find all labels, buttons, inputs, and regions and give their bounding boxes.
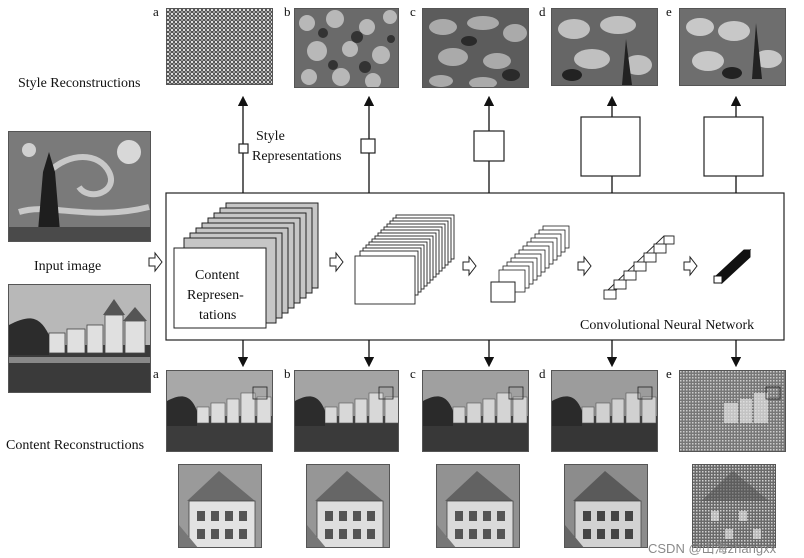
style-reconstruction-c xyxy=(422,8,529,88)
style-rep-e xyxy=(703,116,764,177)
content-representations-label-2: Represen- xyxy=(187,288,244,303)
style-reconstructions-label: Style Reconstructions xyxy=(18,76,141,91)
style-letter-e: e xyxy=(666,4,672,19)
style-letter-d: d xyxy=(539,4,546,19)
content-reconstruction-a xyxy=(166,370,273,452)
input-image-photo xyxy=(8,284,151,393)
style-rep-d xyxy=(580,116,641,177)
style-letter-b: b xyxy=(284,4,291,19)
content-detail-b xyxy=(306,464,390,548)
content-detail-e xyxy=(692,464,776,548)
style-rep-a xyxy=(238,143,249,154)
style-reconstruction-b xyxy=(294,8,399,88)
style-reconstruction-d xyxy=(551,8,658,86)
content-reconstruction-c xyxy=(422,370,529,452)
content-detail-d xyxy=(564,464,648,548)
content-letter-a: a xyxy=(153,366,159,381)
watermark: CSDN @山海zhangxx xyxy=(648,541,777,556)
style-rep-c xyxy=(473,130,505,162)
content-letter-b: b xyxy=(284,366,291,381)
style-representations-label-2: Representations xyxy=(252,149,342,164)
style-reconstruction-e xyxy=(679,8,786,86)
content-detail-a xyxy=(178,464,262,548)
content-representations-plate xyxy=(173,247,267,329)
content-detail-c xyxy=(436,464,520,548)
style-rep-b xyxy=(360,138,376,154)
content-reconstruction-d xyxy=(551,370,658,452)
content-letter-c: c xyxy=(410,366,416,381)
input-image-label: Input image xyxy=(34,259,102,274)
cnn-label: Convolutional Neural Network xyxy=(580,318,755,333)
style-representations-label-1: Style xyxy=(256,129,285,144)
content-letter-d: d xyxy=(539,366,546,381)
content-reconstruction-b xyxy=(294,370,399,452)
input-image-starry-night xyxy=(8,131,151,242)
style-letter-a: a xyxy=(153,4,159,19)
style-reconstruction-a xyxy=(166,8,273,85)
content-representations-label-1: Content xyxy=(195,268,240,283)
input-arrow xyxy=(148,251,163,273)
content-letter-e: e xyxy=(666,366,672,381)
style-letter-c: c xyxy=(410,4,416,19)
content-representations-label-3: tations xyxy=(199,308,237,323)
content-reconstruction-e xyxy=(679,370,786,452)
content-reconstructions-label: Content Reconstructions xyxy=(6,438,145,453)
